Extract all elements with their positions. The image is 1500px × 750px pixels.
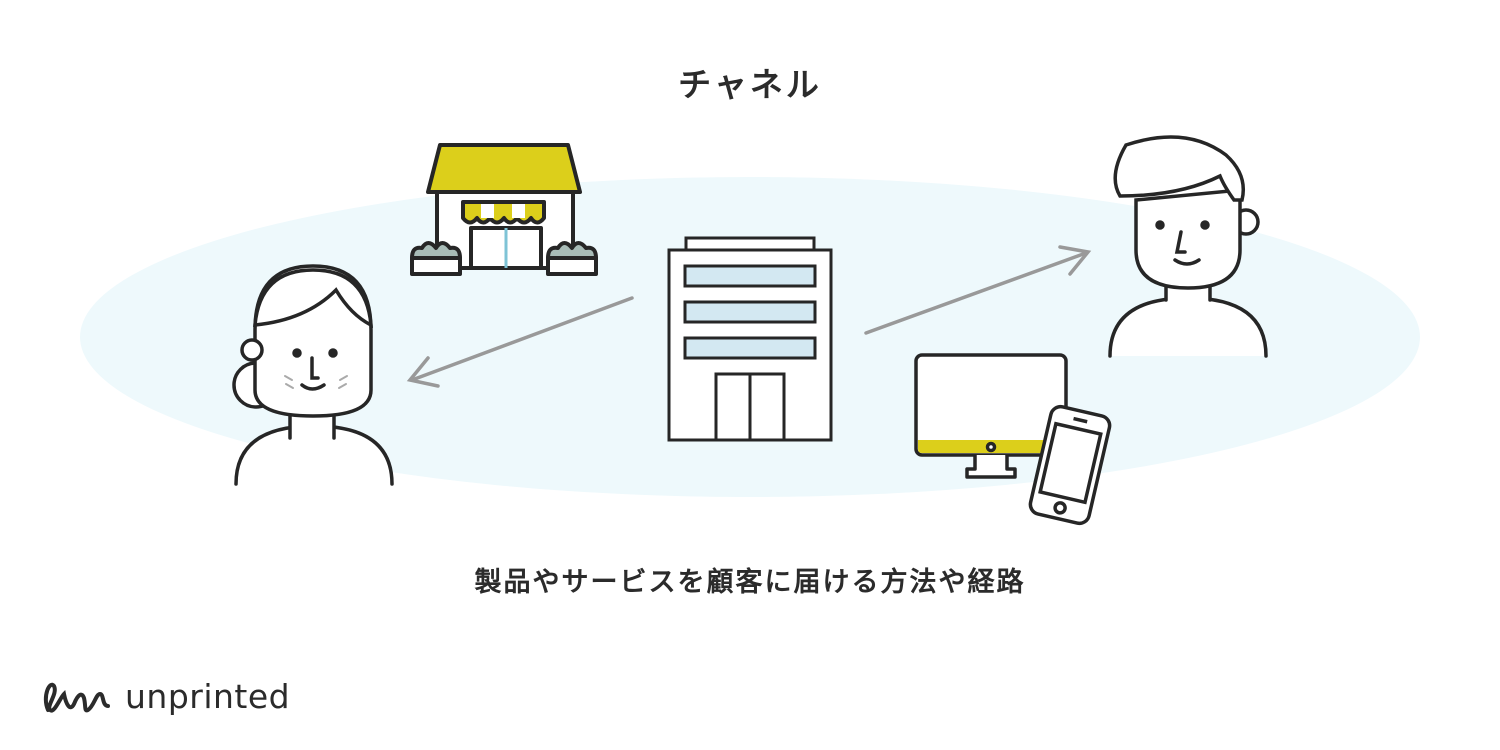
smartphone-icon bbox=[1028, 404, 1112, 526]
office-building-icon bbox=[667, 236, 833, 442]
elderly-woman-icon bbox=[232, 264, 394, 486]
diagram-title: チャネル bbox=[678, 65, 822, 104]
desktop-monitor-icon bbox=[914, 353, 1068, 479]
arrow-right-icon bbox=[864, 245, 1092, 335]
unprinted-logo-icon bbox=[43, 682, 110, 713]
brand-logo: unprinted bbox=[40, 676, 290, 716]
store-icon bbox=[410, 143, 598, 276]
young-man-icon bbox=[1108, 135, 1268, 358]
diagram-caption: 製品やサービスを顧客に届ける方法や経路 bbox=[474, 567, 1026, 598]
logo-text: unprinted bbox=[125, 676, 291, 716]
arrow-left-icon bbox=[406, 296, 634, 388]
